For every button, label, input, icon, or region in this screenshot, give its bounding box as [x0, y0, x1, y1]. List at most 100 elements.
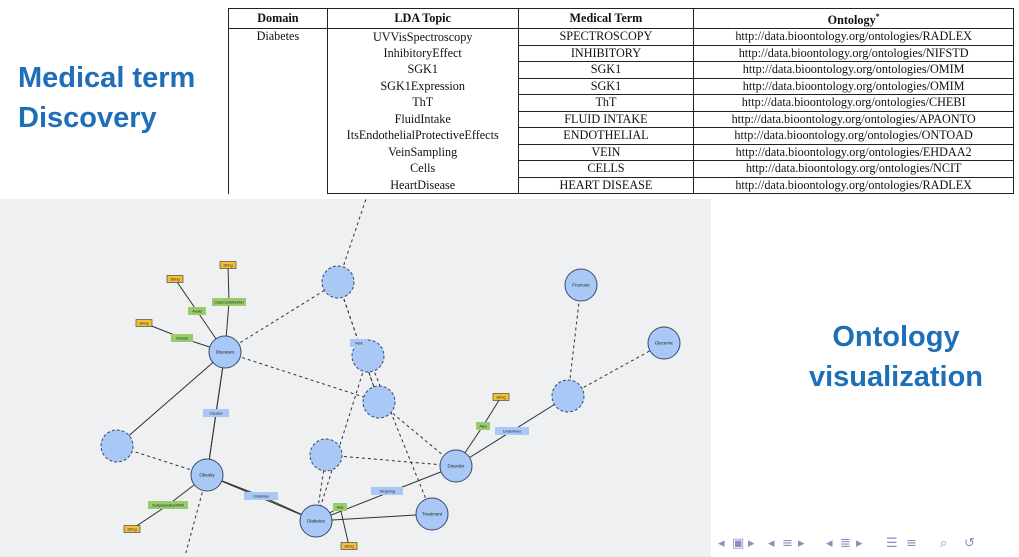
graph-node-anonymous[interactable] [362, 385, 396, 419]
graph-literal-box[interactable] [166, 275, 184, 283]
graph-literal-label: string [127, 528, 136, 532]
medical-term-cell: SPECTROSCOPY [517, 28, 695, 46]
graph-node-circle[interactable] [439, 449, 473, 483]
graph-property-underlines[interactable]: Underlines [495, 427, 529, 435]
graph-edge [358, 342, 380, 403]
graph-property-underlies[interactable]: Underlies [244, 492, 278, 500]
graph-node-anonymous[interactable] [351, 339, 385, 373]
graph-property-box[interactable] [188, 307, 206, 315]
ontology-url-cell: http://data.bioontology.org/ontologies/R… [693, 28, 1014, 46]
graph-node-fructose[interactable]: Fructose [564, 268, 598, 302]
graph-node-anonymous[interactable] [309, 438, 343, 472]
graph-node-diabetes[interactable]: Diabetes [299, 504, 333, 538]
ontology-url-cell: http://data.bioontology.org/ontologies/O… [693, 77, 1014, 95]
graph-property-has[interactable]: Has [333, 503, 347, 511]
graph-node-anonymous[interactable] [100, 429, 134, 463]
graph-node-circle[interactable] [190, 458, 224, 492]
graph-literal-box[interactable] [340, 542, 358, 550]
graph-node-circle[interactable] [351, 339, 385, 373]
frame-icon[interactable]: ▣ [732, 536, 745, 551]
subsection-icon[interactable]: ≡ [782, 536, 793, 551]
beamer-navigation-bar: ◂▣▸◂≡▸◂≣▸☰≡⌕↺ [718, 536, 1018, 554]
graph-property-subpopulationwith[interactable]: SubpopulationWith [148, 501, 188, 509]
search-icon[interactable]: ⌕ [940, 536, 948, 551]
graph-literal[interactable]: string [123, 525, 141, 533]
graph-property-box[interactable] [212, 298, 246, 306]
graph-node-circle[interactable] [321, 265, 355, 299]
graph-property-should[interactable]: Should [171, 334, 193, 342]
graph-property-box[interactable] [148, 501, 188, 509]
graph-property-risk[interactable]: Risk [350, 339, 368, 347]
toc-icon[interactable]: ☰ [886, 536, 898, 551]
column-header-ontology: Ontology* [693, 7, 1014, 30]
ontology-url-cell: http://data.bioontology.org/ontologies/N… [693, 44, 1014, 62]
undo-icon[interactable]: ↺ [964, 536, 975, 551]
graph-property-avoid[interactable]: Avoid [188, 307, 206, 315]
graph-literal-box[interactable] [135, 319, 153, 327]
section-right-arrow-icon[interactable]: ▸ [856, 536, 863, 551]
graph-property-box[interactable] [476, 422, 490, 430]
graph-literal[interactable]: string [340, 542, 358, 550]
graph-property-also[interactable]: Also [476, 422, 490, 430]
frame-left-arrow-icon[interactable]: ◂ [718, 536, 725, 551]
graph-property-box[interactable] [171, 334, 193, 342]
graph-property-box[interactable] [333, 503, 347, 511]
graph-property-causes[interactable]: Causes [203, 409, 229, 417]
frame-right-arrow-icon[interactable]: ▸ [748, 536, 755, 551]
graph-property-box[interactable] [371, 487, 403, 495]
graph-property-box[interactable] [244, 492, 278, 500]
section-left-arrow-icon[interactable]: ◂ [826, 536, 833, 551]
graph-edge [325, 454, 457, 467]
graph-node-glycemic[interactable]: Glycemic [647, 326, 681, 360]
graph-node-treatment[interactable]: Treatment [415, 497, 449, 531]
graph-literal-box[interactable] [492, 393, 510, 401]
graph-node-circle[interactable] [299, 504, 333, 538]
ontology-url-cell: http://data.bioontology.org/ontologies/R… [693, 176, 1014, 195]
ontology-url-cell: http://data.bioontology.org/ontologies/E… [693, 143, 1014, 161]
graph-literal[interactable]: string [166, 275, 184, 283]
graph-literal[interactable]: string [219, 261, 237, 269]
graph-node-obesity[interactable]: Obesity [190, 458, 224, 492]
graph-node-circle[interactable] [551, 379, 585, 413]
graph-node-label: Disorder [447, 464, 465, 469]
graph-property-label: Also [479, 425, 486, 429]
medical-term-cell: ENDOTHELIAL [517, 127, 695, 145]
graph-literal-box[interactable] [123, 525, 141, 533]
graph-node-label: Obesity [199, 473, 215, 478]
table-header-row: Domain LDA Topic Medical Term Ontology* [228, 7, 1014, 30]
graph-node-label: Diseases [216, 350, 235, 355]
graph-node-circle[interactable] [362, 385, 396, 419]
graph-literal[interactable]: string [492, 393, 510, 401]
graph-property-casecontribution[interactable]: CaseContribution [212, 298, 246, 306]
graph-node-anonymous[interactable] [551, 379, 585, 413]
align-icon[interactable]: ≡ [906, 536, 917, 551]
graph-node-circle[interactable] [309, 438, 343, 472]
graph-property-box[interactable] [495, 427, 529, 435]
graph-node-circle[interactable] [647, 326, 681, 360]
graph-node-disorder[interactable]: Disorder [439, 449, 473, 483]
graph-node-diseases[interactable]: Diseases [208, 335, 242, 369]
subsection-left-arrow-icon[interactable]: ◂ [768, 536, 775, 551]
graph-edge [227, 264, 230, 303]
section-icon[interactable]: ≣ [840, 536, 851, 551]
graph-property-box[interactable] [350, 339, 368, 347]
graph-node-circle[interactable] [564, 268, 598, 302]
graph-node-anonymous[interactable] [321, 265, 355, 299]
graph-node-circle[interactable] [100, 429, 134, 463]
graph-node-circle[interactable] [208, 335, 242, 369]
graph-node-label: Diabetes [307, 519, 326, 524]
graph-literal-box[interactable] [219, 261, 237, 269]
graph-edge [116, 351, 226, 447]
graph-property-box[interactable] [203, 409, 229, 417]
graph-literal-label: string [170, 278, 179, 282]
graph-literal[interactable]: string [135, 319, 153, 327]
medical-term-cell: ThT [517, 94, 695, 112]
graph-node-circle[interactable] [415, 497, 449, 531]
graph-property-targeting[interactable]: Targeting [371, 487, 403, 495]
subsection-right-arrow-icon[interactable]: ▸ [798, 536, 805, 551]
